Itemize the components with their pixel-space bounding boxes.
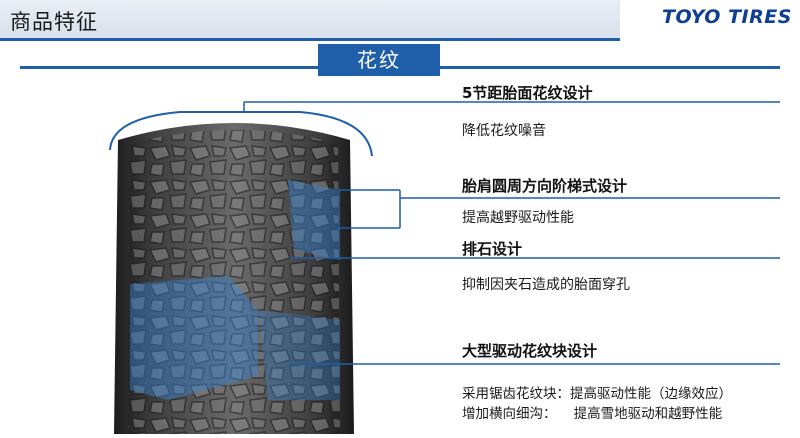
feature-title-block: 大型驱动花纹块设计 [462, 342, 598, 360]
feature-desc-block-2: 增加横向细沟： 提高雪地驱动和越野性能 [462, 406, 723, 422]
tire-tread-image [108, 110, 360, 434]
feature-desc-pitch: 降低花纹噪音 [462, 123, 546, 139]
feature-desc-shoulder: 提高越野驱动性能 [462, 210, 574, 226]
feature-title-stone: 排石设计 [462, 240, 523, 258]
brand-logo-text: TOYO TIRES [662, 6, 792, 28]
feature-title-pitch: 5节距胎面花纹设计 [462, 84, 593, 102]
feature-desc-stone: 抑制因夹石造成的胎面穿孔 [462, 277, 630, 293]
feature-title-shoulder: 胎肩圆周方向阶梯式设计 [462, 177, 628, 195]
tire-svg [114, 123, 354, 434]
page-title: 商品特征 [10, 10, 98, 34]
section-title: 花纹 [318, 44, 440, 76]
header-bar: 商品特征 [0, 0, 620, 41]
feature-desc-block-1: 采用锯齿花纹块：提高驱动性能（边缘效应） [462, 386, 732, 402]
toyo-tires-logo: TOYO TIRES [662, 2, 794, 32]
